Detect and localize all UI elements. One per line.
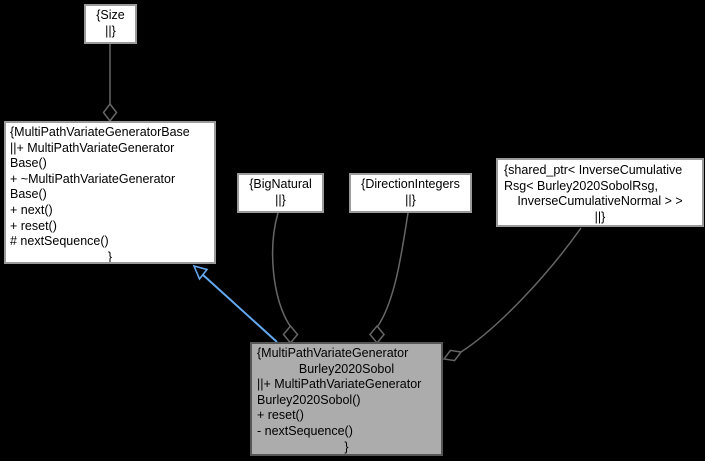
edge-inheritance-burley-to-base <box>201 273 278 343</box>
node-sharedptr-line: {shared_ptr< InverseCumulative <box>504 163 683 177</box>
node-base-line: } <box>107 249 113 264</box>
node-bignatural-line: ||} <box>275 193 286 207</box>
node-base-line: Base() <box>10 187 47 202</box>
node-burley-line: Burley2020Sobol <box>298 361 395 376</box>
node-size-line: {Size <box>96 8 125 23</box>
node-burley-line: ||+ MultiPathVariateGenerator <box>257 377 422 392</box>
node-base-line: + next() <box>10 202 53 217</box>
node-burley-line: } <box>344 439 349 454</box>
node-size[interactable]: {Size ||} <box>84 4 137 44</box>
node-burley-line: - nextSequence() <box>257 423 353 438</box>
edge-directionintegers-to-burley <box>377 212 409 327</box>
open-diamond-icon <box>102 102 118 123</box>
edge-bignatural-to-burley <box>271 212 291 327</box>
node-base-line: # nextSequence() <box>10 234 109 249</box>
node-base-line: {MultiPathVariateGeneratorBase <box>10 125 190 139</box>
node-base-line: Base() <box>10 156 47 171</box>
node-base-line: + reset() <box>10 218 57 233</box>
node-burley-line: Burley2020Sobol() <box>257 392 361 407</box>
node-multipathvariategeneratorbase[interactable]: {MultiPathVariateGeneratorBase ||+ Multi… <box>4 121 216 264</box>
node-bignatural[interactable]: {BigNatural ||} <box>237 173 324 213</box>
node-sharedptr-line: Rsg< Burley2020SobolRsg, <box>504 178 658 193</box>
node-base-line: ||+ MultiPathVariateGenerator <box>10 140 175 155</box>
node-sharedptr-line: ||} <box>594 209 606 224</box>
node-multipathvariategeneratorburley2020sobol[interactable]: {MultiPathVariateGenerator Burley2020Sob… <box>250 342 443 456</box>
open-arrow-icon <box>192 264 209 281</box>
node-burley-line: + reset() <box>257 408 304 423</box>
node-bignatural-line: {BigNatural <box>249 177 312 192</box>
node-sharedptr-line: InverseCumulativeNormal > > <box>517 194 683 209</box>
open-diamond-icon <box>369 324 385 345</box>
node-size-line: ||} <box>105 24 116 38</box>
node-base-line: + ~MultiPathVariateGenerator <box>10 171 176 186</box>
edge-sharedptr-to-burley <box>460 227 582 353</box>
node-sharedptr[interactable]: {shared_ptr< InverseCumulative Rsg< Burl… <box>496 158 704 227</box>
node-directionintegers-line: ||} <box>405 193 416 207</box>
node-directionintegers[interactable]: {DirectionIntegers ||} <box>349 173 472 213</box>
node-directionintegers-line: {DirectionIntegers <box>361 177 460 192</box>
node-burley-line: {MultiPathVariateGenerator <box>257 346 409 360</box>
open-diamond-icon <box>442 349 463 362</box>
open-diamond-icon <box>282 324 299 345</box>
